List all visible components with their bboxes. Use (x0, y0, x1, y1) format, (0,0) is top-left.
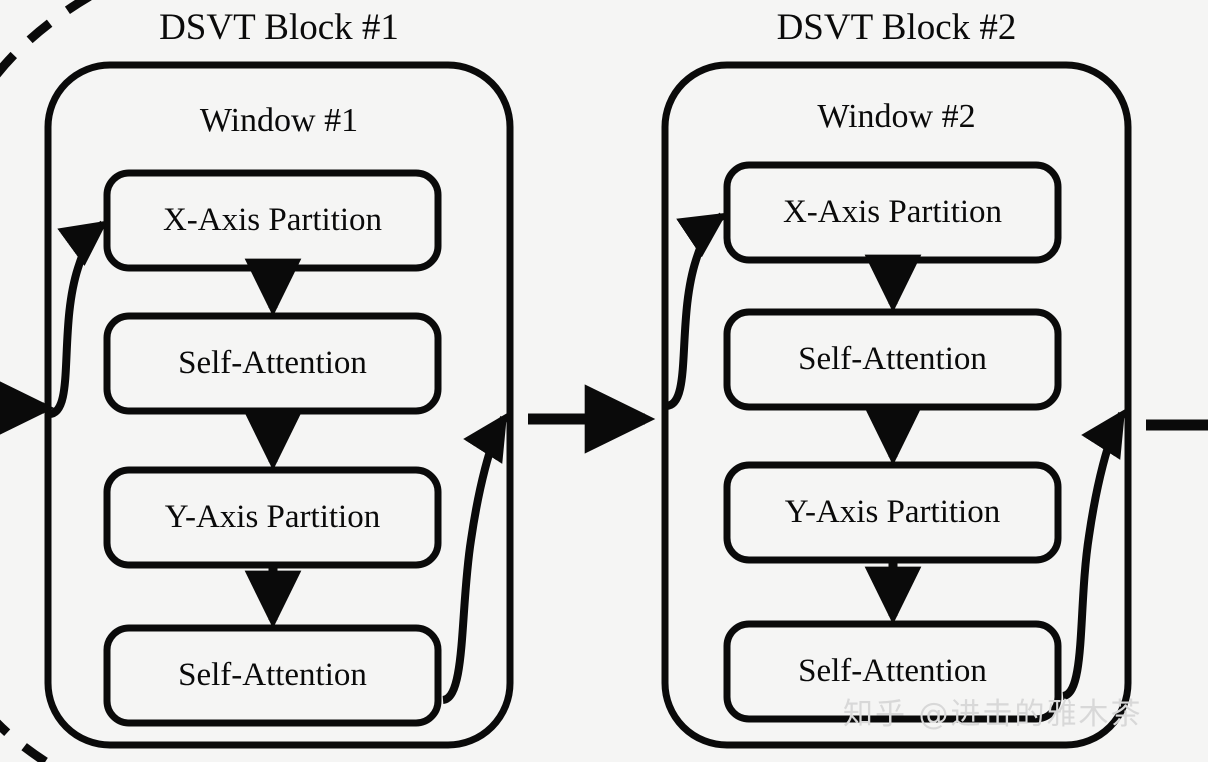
dashed-arc-top-left (0, 0, 93, 78)
feedback-curve-1-in (48, 220, 108, 418)
node-label-self-attention-1a: Self-Attention (178, 345, 367, 381)
feedback-curve-2-out (1061, 409, 1126, 700)
feedback-curve-1-out (441, 413, 508, 704)
node-label-x-axis-partition-2: X-Axis Partition (782, 194, 1003, 230)
block-1-title: DSVT Block #1 (159, 7, 399, 48)
block-2-title: DSVT Block #2 (776, 7, 1017, 48)
block-2-window-title: Window #2 (817, 98, 976, 135)
block-2-container (661, 61, 1132, 749)
node-label-y-axis-partition-2: Y-Axis Partition (784, 494, 1001, 530)
node-label-y-axis-partition-1: Y-Axis Partition (164, 499, 381, 535)
node-label-self-attention-2a: Self-Attention (798, 341, 987, 377)
node-label-self-attention-2b: Self-Attention (798, 653, 987, 689)
feedback-curve-2-in (665, 212, 727, 410)
block-1-window-title: Window #1 (199, 102, 359, 139)
node-label-x-axis-partition-1: X-Axis Partition (162, 202, 383, 238)
watermark-text: 知乎 @进击的雅木茶 (843, 697, 1143, 732)
node-label-self-attention-1b: Self-Attention (178, 657, 367, 693)
